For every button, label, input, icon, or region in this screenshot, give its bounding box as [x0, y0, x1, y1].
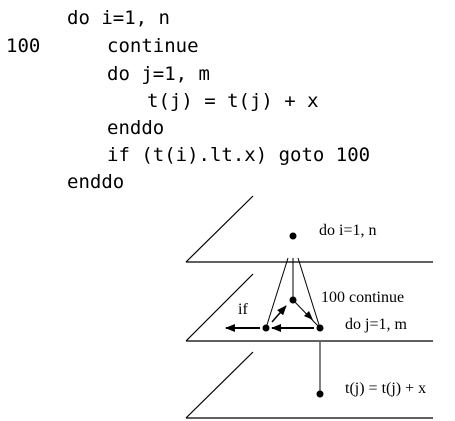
code-line-assign: t(j) = t(j) + x	[147, 90, 319, 112]
code-line-do-i: do i=1, n	[67, 7, 170, 29]
code-line-if: if (t(i).lt.x) goto 100	[107, 144, 371, 166]
label-if: if	[238, 301, 248, 318]
arrow-if-to-continue	[271, 305, 287, 323]
plane-statement	[185, 351, 433, 419]
edge-do-i-to-do-j	[297, 257, 321, 329]
label-100-continue: 100 continue	[321, 289, 404, 306]
code-line-enddo-outer: enddo	[67, 171, 125, 193]
label-assign: t(j) = t(j) + x	[345, 380, 426, 397]
code-label-100: 100	[6, 35, 41, 57]
label-do-j: do j=1, m	[345, 316, 407, 333]
arrowhead-continue-to-do-j	[304, 311, 313, 320]
code-line-continue: continue	[107, 35, 199, 57]
code-line-enddo-inner: enddo	[107, 117, 165, 139]
edge-do-i-to-if	[265, 257, 289, 329]
node-do-i	[289, 232, 297, 240]
label-do-i: do i=1, n	[319, 222, 376, 239]
code-line-do-j: do j=1, m	[107, 63, 210, 85]
plane-inner-loop	[185, 273, 433, 342]
plane-outer-loop	[185, 195, 433, 263]
